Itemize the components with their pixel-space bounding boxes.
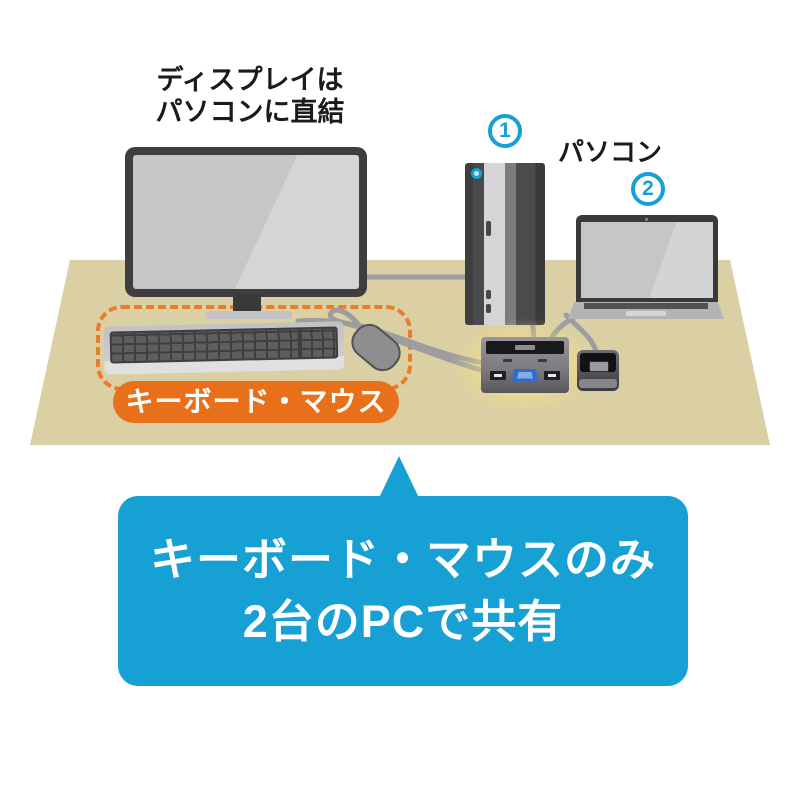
display-direct-note: ディスプレイは パソコンに直結 (95, 64, 405, 128)
laptop-keyboard (584, 303, 708, 309)
kvm-brand-label (515, 345, 535, 350)
monitor (125, 147, 367, 297)
kvm-ports (481, 367, 569, 383)
callout-pointer (378, 456, 420, 500)
usb-port-icon (490, 370, 506, 380)
keyboard-keys (109, 326, 339, 364)
remote-base (579, 379, 617, 388)
laptop-display (581, 222, 713, 298)
tower-usb-port (486, 304, 491, 313)
pc-group-label: パソコン (557, 137, 662, 167)
kvm-indicator (503, 359, 512, 362)
callout-line2: 2台のPCで共有 (242, 596, 564, 647)
laptop-touchpad (626, 311, 666, 316)
kvm-indicator (538, 359, 547, 362)
power-led-icon (471, 168, 482, 179)
callout-line1: キーボード・マウスのみ (149, 534, 656, 585)
monitor-screen (133, 155, 359, 289)
pc1-number-badge: 1 (488, 114, 522, 148)
keyboard (103, 321, 345, 375)
cable-mouse-to-kvm (327, 307, 487, 374)
pc2-number-badge: 2 (631, 172, 665, 206)
keyboard-mouse-badge: キーボード・マウス (113, 381, 399, 423)
keyboard-numpad (301, 328, 337, 358)
monitor-stand-base (206, 311, 292, 319)
desktop-pc-tower (465, 163, 545, 325)
usb-port-icon (544, 370, 560, 380)
remote-button (589, 361, 609, 372)
webcam-icon (645, 217, 648, 221)
monitor-stand-neck (233, 294, 261, 313)
optical-drive-slot (486, 221, 491, 236)
vga-port-icon (512, 368, 538, 382)
remote-top-face (580, 353, 616, 372)
callout-bubble: キーボード・マウスのみ 2台のPCで共有 (118, 496, 688, 686)
kvm-switch (481, 337, 569, 393)
kvm-top-panel (486, 341, 564, 354)
keyboard-main-keys (111, 329, 299, 362)
display-note-line2: パソコンに直結 (155, 97, 345, 127)
laptop-screen (576, 215, 718, 303)
tower-usb-port (486, 290, 491, 299)
display-note-line1: ディスプレイは (156, 65, 344, 95)
kvm-remote-switch (577, 350, 619, 391)
laptop-base (568, 302, 724, 319)
